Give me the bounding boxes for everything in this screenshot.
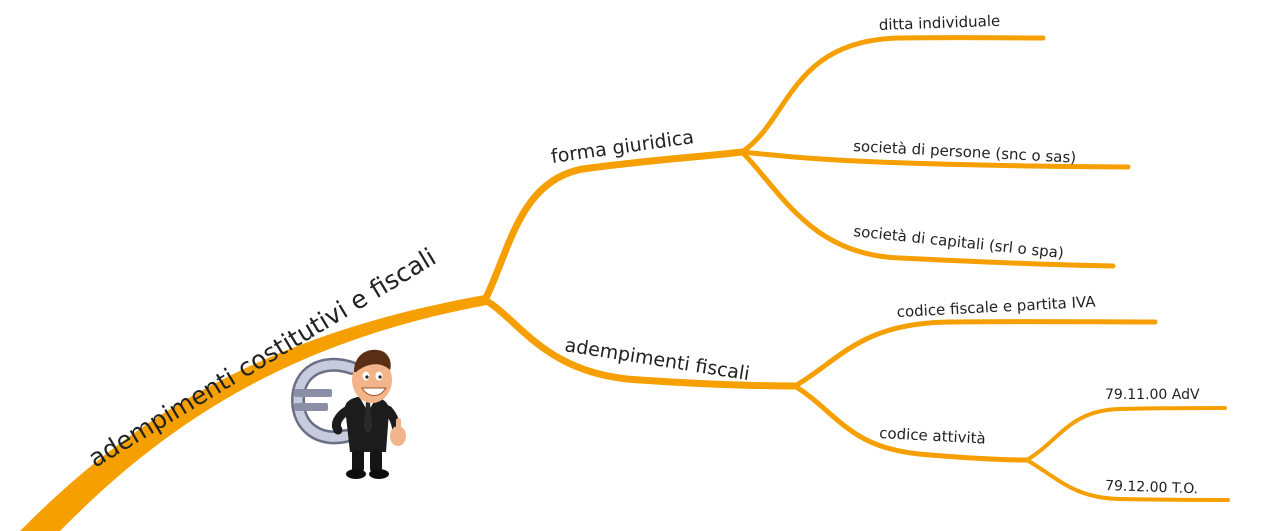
euro-icon (290, 357, 359, 445)
ditta-label: ditta individuale (879, 12, 1001, 34)
root-branch (20, 295, 487, 531)
forma-branch (481, 148, 746, 304)
to-label: 79.12.00 T.O. (1105, 478, 1199, 497)
businessman-with-euro-icon (290, 349, 406, 479)
adv-label: 79.11.00 AdV (1105, 387, 1200, 403)
cf-label: codice fiscale e partita IVA (896, 293, 1096, 321)
fiscali-branch (481, 296, 799, 390)
codice-branch (792, 383, 1030, 463)
cf-branch (792, 319, 1158, 389)
fiscali-label: adempimenti fiscali (563, 334, 751, 385)
adv-branch (1025, 406, 1227, 462)
codice-label: codice attività (879, 424, 986, 448)
ditta-branch (739, 35, 1046, 155)
to-branch (1025, 458, 1230, 502)
persone-branch (739, 149, 1131, 170)
capitali-branch (739, 149, 1116, 269)
